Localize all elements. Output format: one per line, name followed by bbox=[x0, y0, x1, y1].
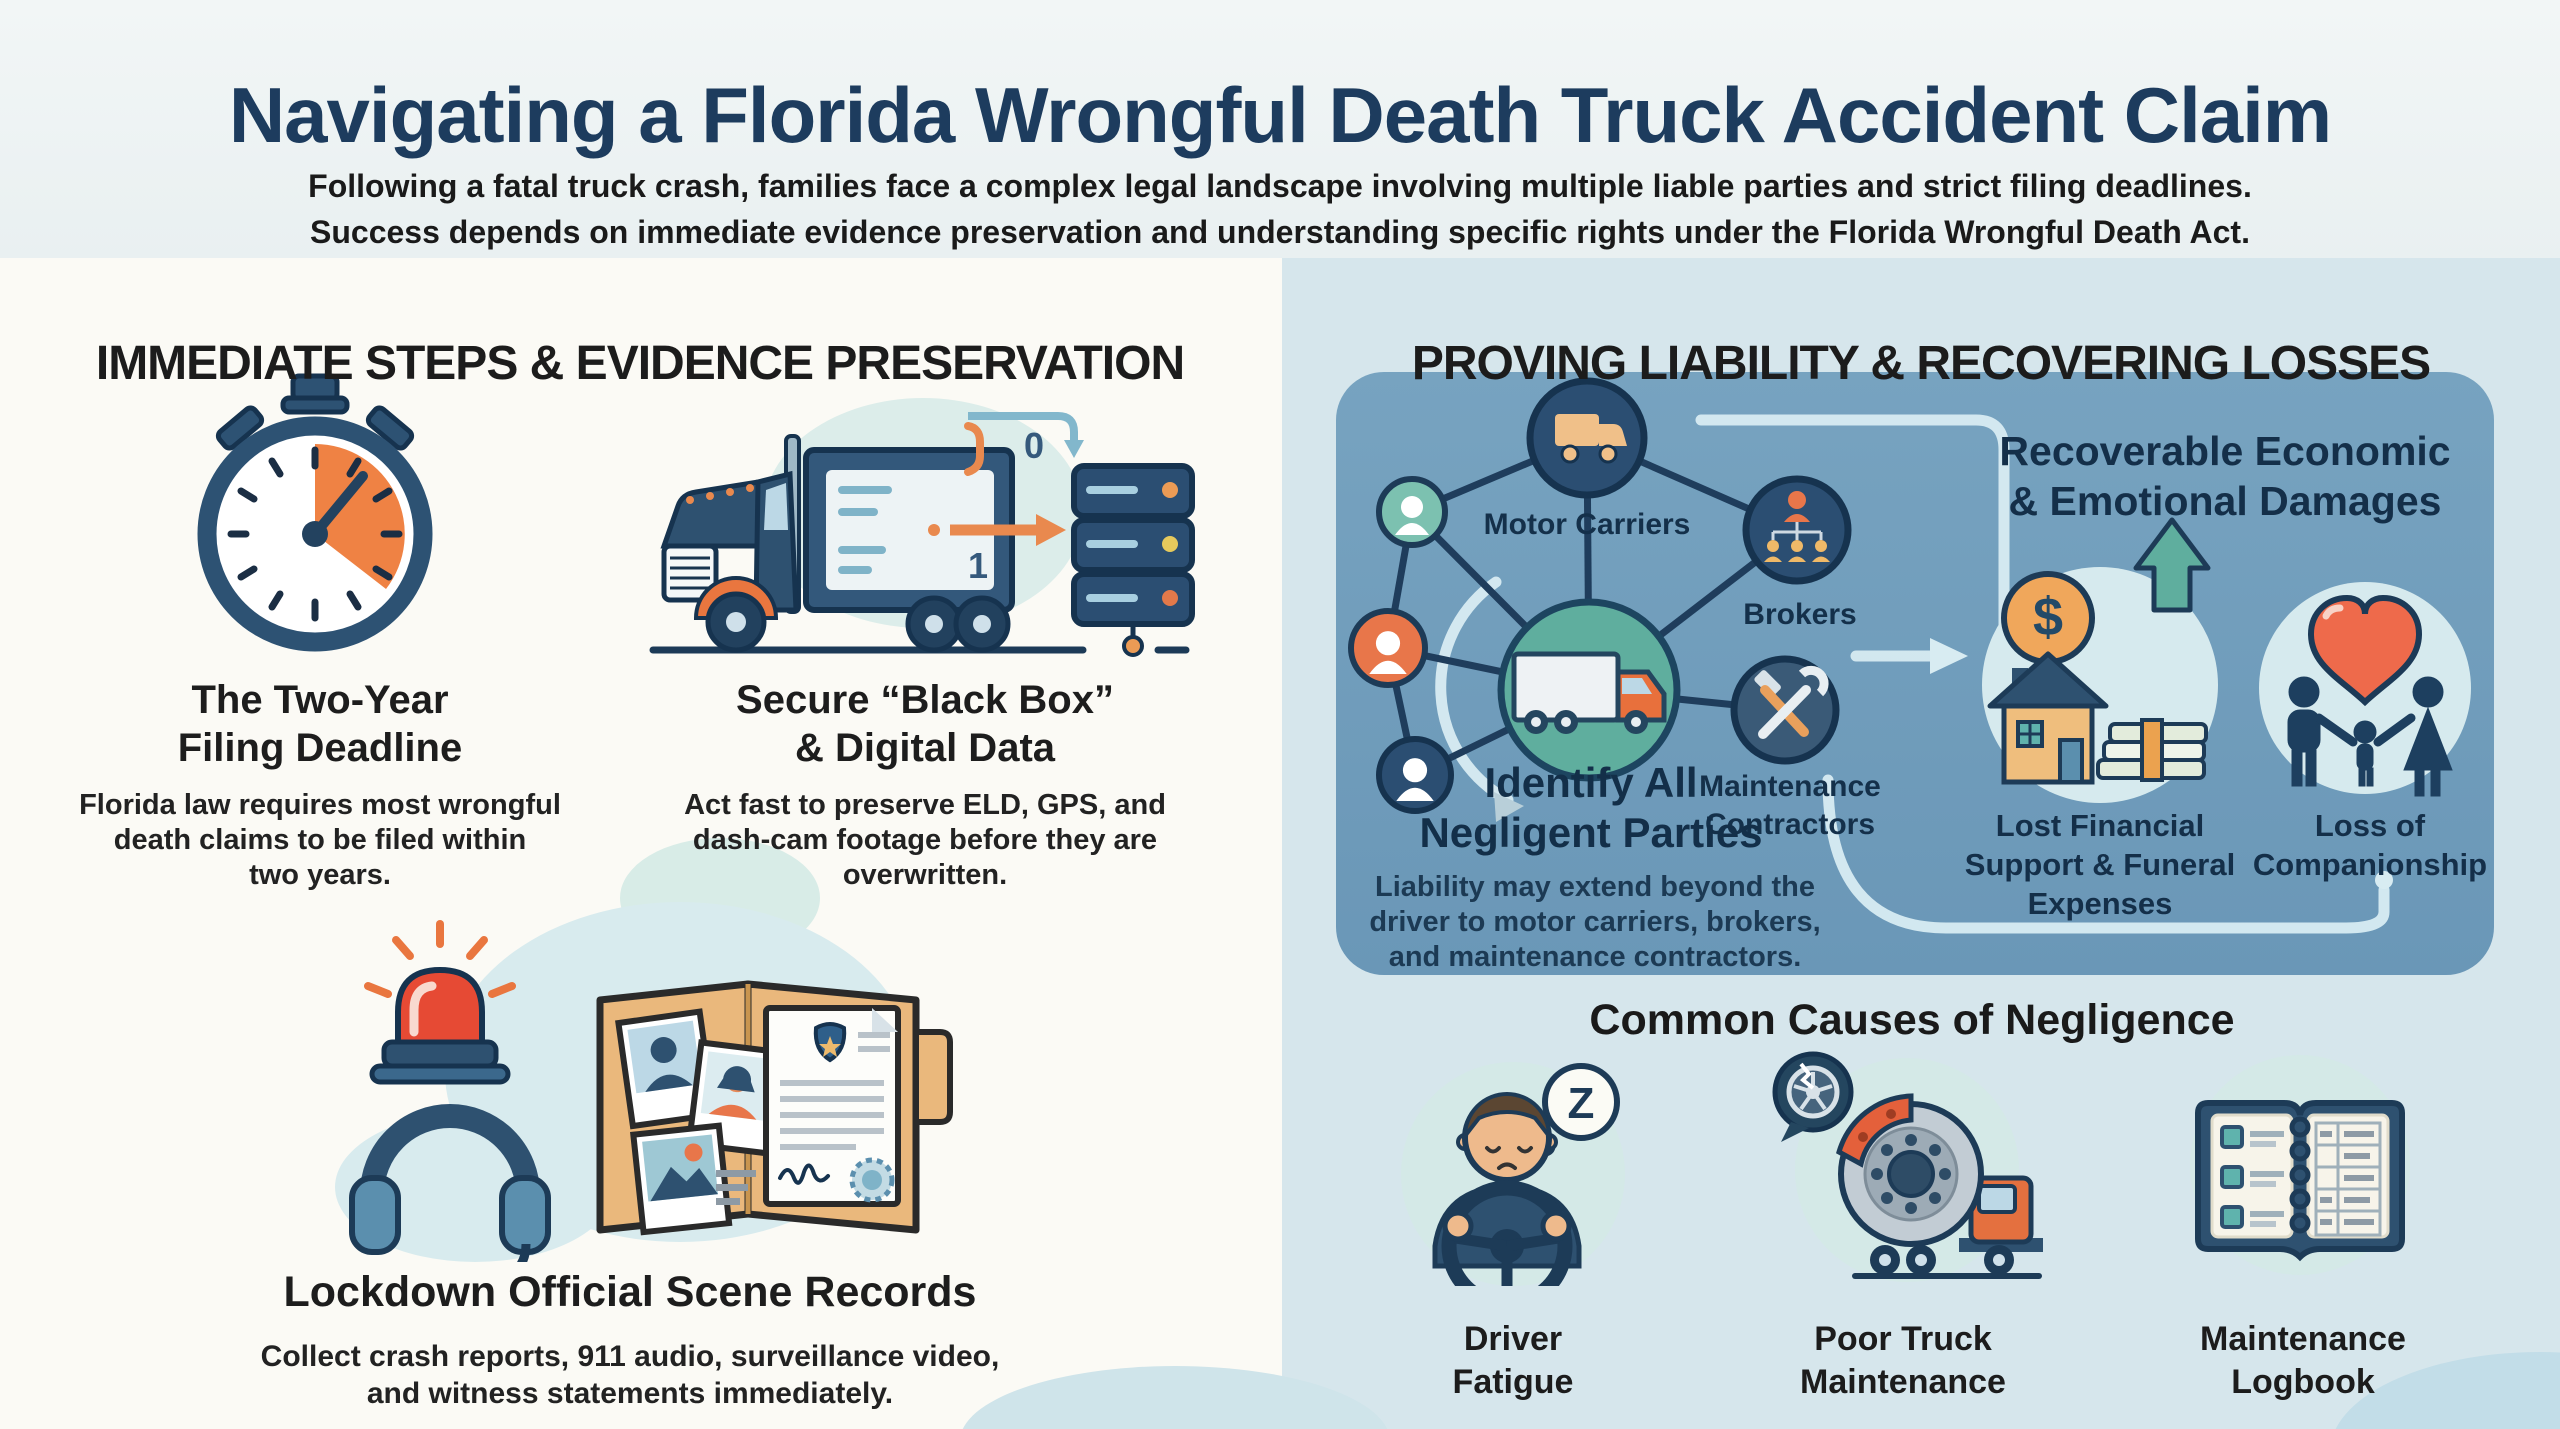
subtitle-line-2: Success depends on immediate evidence pr… bbox=[310, 214, 2250, 250]
black-box-title: Secure “Black Box” & Digital Data bbox=[736, 678, 1114, 770]
flow-arrowhead bbox=[1930, 638, 1968, 674]
logbook-icon bbox=[2190, 1055, 2410, 1275]
org-chart-icon bbox=[1742, 475, 1852, 585]
party-person-node bbox=[1348, 476, 1454, 814]
subtitle-line-1: Following a fatal truck crash, families … bbox=[308, 168, 2252, 204]
identify-parties-body: Liability may extend beyond the driver t… bbox=[1369, 871, 1821, 973]
companionship-icon bbox=[2259, 582, 2471, 797]
flow-path bbox=[1435, 414, 2390, 934]
truck-brake-icon bbox=[1772, 1051, 2043, 1282]
node-label-maintenance-contractors: Maintenance Contractors bbox=[1699, 770, 1881, 841]
scene-records-illustration bbox=[335, 902, 953, 1262]
stopwatch-icon bbox=[197, 373, 433, 652]
right-section-heading: PROVING LIABILITY & RECOVERING LOSSES bbox=[1411, 336, 2431, 390]
cause-label-poor-truck-maintenance: Poor Truck Maintenance bbox=[1800, 1320, 2006, 1401]
node-label-motor-carriers: Motor Carriers bbox=[1483, 508, 1691, 541]
truck-data-transfer-icon: 0 1 bbox=[649, 398, 1195, 657]
page-title: Navigating a Florida Wrongful Death Truc… bbox=[228, 71, 2332, 160]
cause-label-driver-fatigue: Driver Fatigue bbox=[1452, 1320, 1574, 1401]
server-stack-icon bbox=[1071, 463, 1195, 657]
sleep-z-glyph: Z bbox=[1568, 1079, 1595, 1128]
black-box-body: Act fast to preserve ELD, GPS, and dash-… bbox=[684, 789, 1166, 891]
binary-digit: 1 bbox=[968, 545, 988, 586]
economic-damages-label: Lost Financial Support & Funeral Expense… bbox=[1964, 808, 2236, 921]
emergency-siren-icon bbox=[364, 920, 516, 1085]
evidence-folder-icon bbox=[596, 980, 953, 1236]
tools-icon bbox=[1730, 655, 1840, 765]
financial-support-icon: $ bbox=[1982, 517, 2218, 803]
scene-records-title: Lockdown Official Scene Records bbox=[283, 1268, 977, 1316]
box-truck-icon bbox=[1526, 377, 1648, 499]
dollar-sign: $ bbox=[2033, 587, 2063, 647]
scene-records-body: Collect crash reports, 911 audio, survei… bbox=[260, 1340, 1000, 1410]
identify-parties-title: Identify All Negligent Parties bbox=[1419, 759, 1763, 856]
drowsy-driver-icon: Z bbox=[1401, 1062, 1625, 1286]
damages-title: Recoverable Economic & Emotional Damages bbox=[1999, 428, 2451, 524]
tire-bubble-icon bbox=[1772, 1051, 1854, 1142]
flow-arrowhead bbox=[1494, 792, 1524, 822]
filing-deadline-title: The Two-Year Filing Deadline bbox=[177, 678, 463, 770]
emotional-damages-label: Loss of Companionship bbox=[2252, 808, 2488, 882]
filing-deadline-body: Florida law requires most wrongful death… bbox=[79, 789, 561, 891]
photo-polaroid bbox=[630, 1122, 733, 1236]
header-band bbox=[0, 0, 2560, 258]
node-label-brokers: Brokers bbox=[1743, 598, 1857, 631]
left-section-heading: IMMEDIATE STEPS & EVIDENCE PRESERVATION bbox=[95, 336, 1185, 390]
dispatcher-headset-icon bbox=[349, 1104, 551, 1262]
semi-truck-icon bbox=[1497, 598, 1681, 782]
cause-label-maintenance-logbook: Maintenance Logbook bbox=[2200, 1320, 2406, 1401]
causes-heading: Common Causes of Negligence bbox=[1589, 996, 2235, 1044]
liability-network-diagram: $ bbox=[1348, 377, 2471, 934]
binary-digit: 0 bbox=[1024, 425, 1044, 466]
police-report-icon bbox=[763, 1005, 901, 1207]
